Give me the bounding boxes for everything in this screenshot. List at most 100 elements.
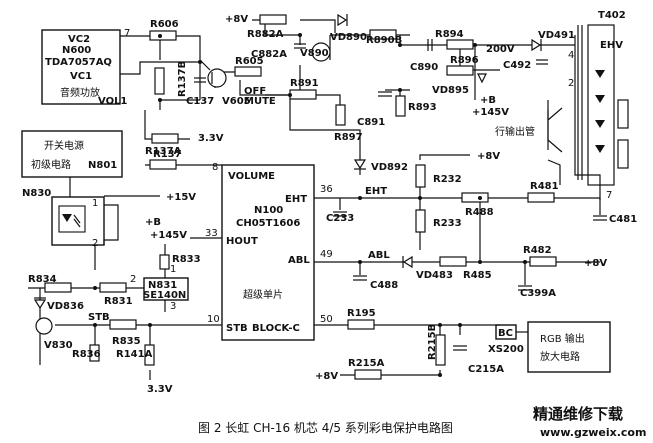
label-r137a: R137A: [145, 146, 182, 157]
rail-b-right: +B: [480, 95, 496, 106]
signal-vol1: VOL1: [98, 96, 127, 107]
watermark: 精通维修下载 www.gzweix.com: [533, 405, 646, 439]
audio-amp-desc: 音频功放: [60, 86, 100, 99]
label-r488: R488: [465, 207, 494, 218]
main-ic-block: VOLUME EHT N100 CH05T1606 HOUT ABL 超级单片 …: [205, 162, 333, 341]
connector-xs200: BC XS200: [488, 324, 524, 355]
diode-vd895: [477, 73, 487, 84]
figure-caption: 图 2 长虹 CH-16 机芯 4/5 系列彩电保护电路图: [198, 420, 453, 435]
label-r897: R897: [334, 132, 363, 143]
power-init-ref: N801: [88, 160, 117, 171]
pin-vc2-label: VC2: [68, 34, 90, 45]
resistor-r137a: [151, 133, 179, 144]
rail-8v-right: +8V: [584, 258, 607, 269]
resistor-r232: [415, 164, 426, 188]
label-v605: V605: [222, 96, 251, 107]
hout-transistor: 行输出管: [495, 107, 563, 153]
passives: R606 R137B C137 V605 R605 OFF MUTE VOL1 …: [28, 13, 637, 380]
junctions: [93, 33, 527, 377]
main-ic-pin49: 49: [320, 249, 333, 260]
audio-amp-ref: N600: [62, 45, 91, 56]
resistor-r215a: [354, 369, 382, 380]
flyback-pin4: 4: [568, 50, 574, 61]
flyback-transformer: T402 EHV 2 4 7: [568, 10, 629, 201]
label-r894: R894: [435, 29, 464, 40]
resistor-r894: [446, 39, 474, 50]
connector-ref: XS200: [488, 344, 524, 355]
label-r485: R485: [463, 270, 492, 281]
label-r233: R233: [433, 218, 462, 229]
rail-8v-mid: +8V: [477, 151, 500, 162]
rail-8v-top: +8V: [225, 14, 248, 25]
main-ic-pin-stb: STB: [226, 323, 248, 334]
rail-200v: 200V: [486, 44, 515, 55]
main-ic-pin36: 36: [320, 184, 333, 195]
diode-vd491: [531, 38, 542, 52]
label-c882a: C882A: [251, 49, 287, 60]
resistor-r833: [159, 254, 170, 270]
main-ic-name: VOLUME: [228, 171, 275, 182]
resistor-r897: [335, 104, 346, 126]
main-ic-desc: 超级单片: [243, 288, 283, 301]
regulator-pin3: 3: [170, 301, 176, 312]
label-c399a: C399A: [520, 288, 556, 299]
transistor-v890: [311, 42, 331, 62]
transistor-v605: [207, 68, 227, 88]
diode-vd892: [353, 159, 367, 170]
main-ic-part: CH05T1606: [236, 218, 300, 229]
label-v890: V890: [300, 48, 329, 59]
optocoupler-ref: N830: [22, 188, 51, 199]
resistor-r485: [439, 256, 467, 267]
label-vd892: VD892: [371, 162, 408, 173]
regulator-ref2: SE140N: [143, 290, 186, 301]
main-ic-pin-hout: HOUT: [226, 236, 258, 247]
resistor-r488: [461, 192, 489, 203]
label-r195: R195: [347, 308, 376, 319]
rgb-block: RGB 输出 放大电路: [527, 321, 611, 373]
net-eht: EHT: [365, 186, 387, 197]
rail-labels: +8V 3.3V +15V +B +145V +B +145V 200V +8V…: [88, 14, 607, 395]
label-r890b: R890B: [366, 35, 402, 46]
label-r482: R482: [523, 245, 552, 256]
net-stb: STB: [88, 312, 110, 323]
label-c481: C481: [609, 214, 637, 225]
main-ic-ref: N100: [254, 205, 283, 216]
watermark-url: www.gzweix.com: [540, 426, 646, 439]
label-r831: R831: [104, 296, 133, 307]
connector-box-label: BC: [498, 328, 513, 339]
main-ic-pin10: 10: [207, 314, 220, 325]
optocoupler-pin1: 1: [92, 198, 98, 209]
label-c890: C890: [410, 62, 438, 73]
label-r833: R833: [172, 254, 201, 265]
label-r232: R232: [433, 174, 462, 185]
label-c233: C233: [326, 213, 354, 224]
label-vd483: VD483: [416, 270, 453, 281]
rgb-line1: RGB 输出: [540, 332, 585, 345]
resistor-r482: [529, 256, 557, 267]
label-r141a: R141A: [116, 349, 153, 360]
diode-vd890: [337, 13, 348, 27]
net-abl: ABL: [368, 250, 390, 261]
rail-8v-bottom: +8V: [315, 371, 338, 382]
label-r891: R891: [290, 78, 319, 89]
power-init-block: 开关电源 初级电路 N801: [21, 130, 123, 178]
rail-3v3-bottom: 3.3V: [147, 384, 173, 395]
label-vd890: VD890: [330, 32, 367, 43]
label-vd836: VD836: [47, 301, 84, 312]
regulator-pin2: 2: [130, 274, 136, 285]
label-c891: C891: [357, 117, 385, 128]
diode-vd483: [402, 255, 413, 269]
pin-vc1-label: VC1: [70, 71, 92, 82]
audio-amp-part: TDA7057AQ: [45, 57, 112, 68]
rgb-line2: 放大电路: [540, 350, 580, 363]
power-init-line1: 开关电源: [44, 139, 84, 152]
label-c488: C488: [370, 280, 398, 291]
hout-transistor-label: 行输出管: [495, 125, 535, 138]
resistor-r606: [149, 30, 177, 41]
resistor-r215b: [435, 334, 446, 366]
label-r137b: R137B: [177, 61, 188, 97]
resistor-r605: [234, 66, 262, 77]
label-r481: R481: [530, 181, 559, 192]
label-r882a: R882A: [247, 29, 284, 40]
